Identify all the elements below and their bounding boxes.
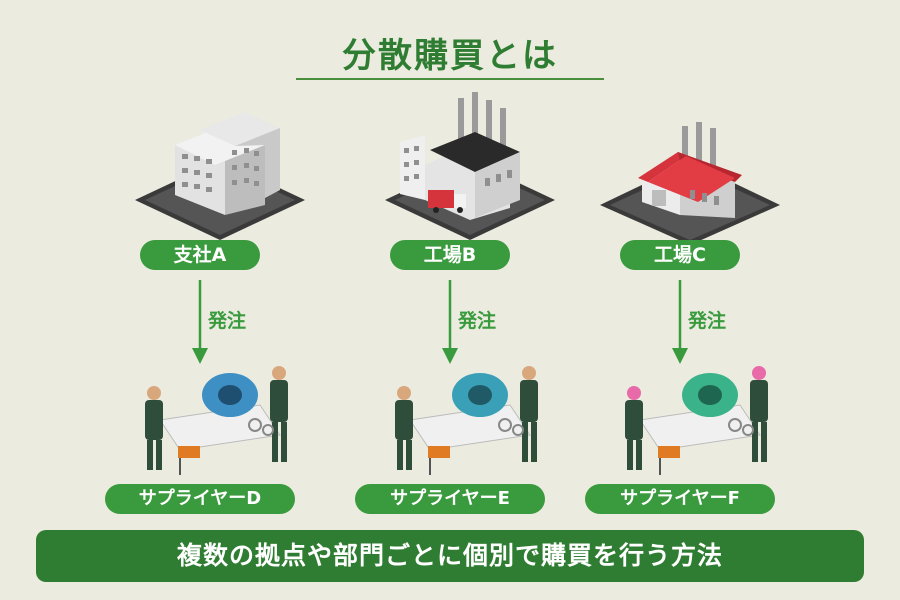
down-arrow-icon: [672, 280, 688, 364]
supplier-label-d: サプライヤーD: [105, 484, 295, 514]
location-label-branch-a: 支社A: [140, 240, 260, 270]
supplier-label-f: サプライヤーF: [585, 484, 775, 514]
office-building-icon: [135, 112, 305, 240]
order-label: 発注: [208, 310, 247, 332]
red-roof-factory-icon: [600, 122, 780, 240]
down-arrow-icon: [442, 280, 458, 364]
definition-banner: 複数の拠点や部門ごとに個別で購買を行う方法: [36, 530, 864, 582]
title-underline: [296, 78, 604, 80]
down-arrow-icon: [192, 280, 208, 364]
order-label: 発注: [688, 310, 727, 332]
location-label-factory-c: 工場C: [620, 240, 740, 270]
supplier-workers-icon: [145, 366, 288, 475]
order-label: 発注: [458, 310, 497, 332]
column-factory-c: 工場C 発注 サプライヤーF: [530, 0, 830, 600]
supplier-workers-icon: [395, 366, 538, 475]
supplier-workers-icon: [625, 366, 768, 475]
location-label-factory-b: 工場B: [390, 240, 510, 270]
column-branch-a: 支社A 発注 サプライヤーD: [50, 0, 350, 600]
page-title: 分散購買とは: [342, 36, 558, 76]
factory-truck-icon: [385, 92, 555, 240]
column-factory-b: 工場B 発注 サプライヤーE: [300, 0, 600, 600]
supplier-label-e: サプライヤーE: [355, 484, 545, 514]
